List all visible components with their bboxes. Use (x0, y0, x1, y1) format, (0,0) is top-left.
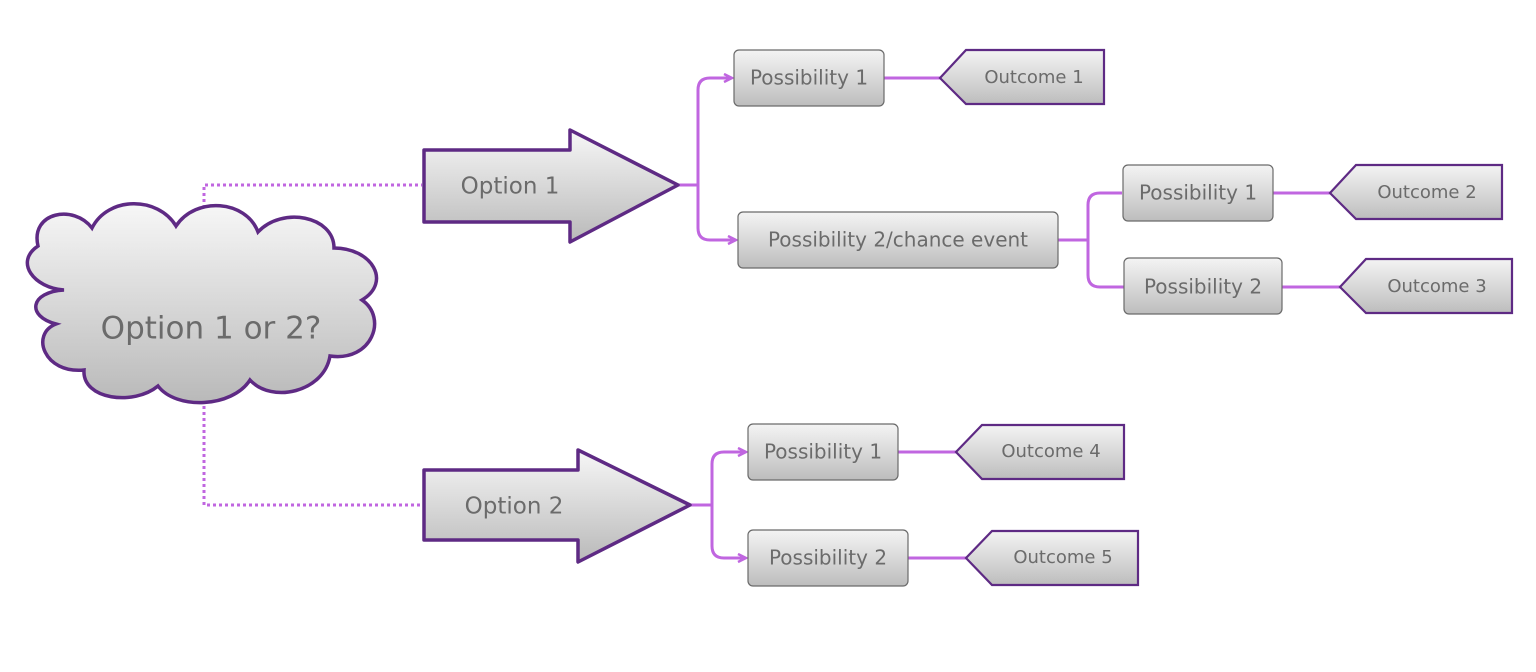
outcome2-label: Outcome 2 (1377, 182, 1476, 203)
connector-chance-possibility2 (1086, 240, 1124, 289)
connector-chance-possibility1 (1058, 191, 1122, 242)
option2-possibility1-box: Possibility 1 (747, 423, 899, 481)
outcome4-tag: Outcome 4 (954, 423, 1126, 481)
option2-possibility2-box: Possibility 2 (747, 529, 909, 587)
outcome4-label: Outcome 4 (1001, 441, 1100, 462)
option2-possibility1-label: Possibility 1 (764, 440, 882, 464)
chance-possibility1-label: Possibility 1 (1139, 181, 1257, 205)
connector-option2-possibility1 (690, 452, 746, 507)
option1-possibility1-box: Possibility 1 (733, 49, 885, 107)
option1-possibility1-label: Possibility 1 (750, 66, 868, 90)
chance-event-label: Possibility 2/chance event (768, 228, 1028, 252)
chance-event-box: Possibility 2/chance event (737, 211, 1059, 269)
outcome5-tag: Outcome 5 (964, 529, 1140, 587)
option2-possibility2-label: Possibility 2 (769, 546, 887, 570)
chance-possibility2-label: Possibility 2 (1144, 275, 1262, 299)
decision-cloud: Option 1 or 2? (25, 202, 379, 405)
connector-option1-possibility1 (678, 78, 732, 187)
connector-option1-possibility2 (696, 185, 736, 240)
chance-possibility2-box: Possibility 2 (1123, 257, 1283, 315)
dotted-connector-option2 (202, 400, 422, 507)
outcome3-label: Outcome 3 (1387, 276, 1486, 297)
chance-possibility1-box: Possibility 1 (1122, 164, 1274, 222)
option1-label: Option 1 (461, 174, 560, 200)
outcome2-tag: Outcome 2 (1328, 163, 1504, 221)
outcome1-label: Outcome 1 (984, 67, 1083, 88)
outcome5-label: Outcome 5 (1013, 547, 1112, 568)
outcome3-tag: Outcome 3 (1338, 257, 1514, 315)
outcome1-tag: Outcome 1 (938, 48, 1106, 106)
connector-option2-possibility2 (710, 505, 746, 558)
option2-arrow: Option 2 (422, 448, 692, 564)
decision-label: Option 1 or 2? (101, 311, 322, 347)
option2-label: Option 2 (465, 494, 564, 520)
option1-arrow: Option 1 (422, 128, 680, 244)
